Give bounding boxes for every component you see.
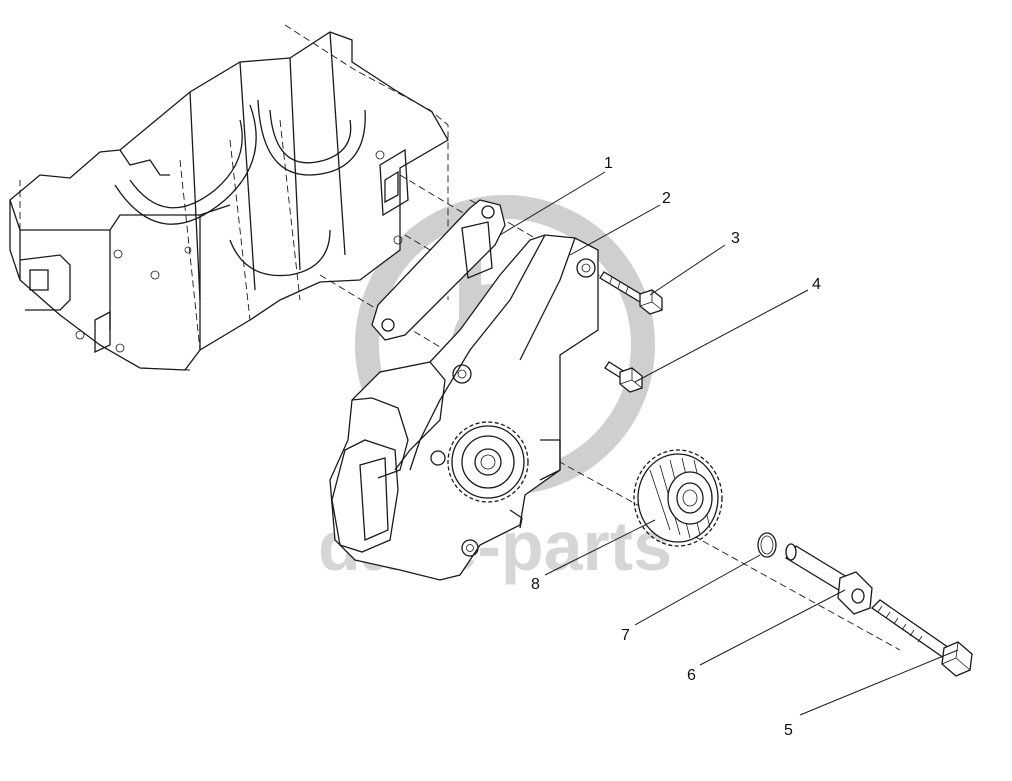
callout-1: 1 [604, 155, 613, 172]
callout-5: 5 [784, 722, 793, 739]
leader-lines [499, 171, 959, 716]
o-ring [757, 532, 777, 558]
idler-gear [633, 449, 723, 547]
shaft-bolt [870, 599, 973, 677]
short-bolt [604, 361, 643, 393]
callout-6: 6 [687, 667, 696, 684]
callout-2: 2 [662, 190, 671, 207]
callout-7: 7 [621, 627, 630, 644]
engine-block [9, 24, 449, 371]
callout-3: 3 [731, 230, 740, 247]
gasket [371, 199, 506, 341]
callout-4: 4 [812, 276, 821, 293]
oil-pump-housing [329, 234, 599, 581]
callout-8: 8 [531, 576, 540, 593]
long-bolt [599, 271, 663, 315]
bushing-shaft [785, 543, 873, 615]
